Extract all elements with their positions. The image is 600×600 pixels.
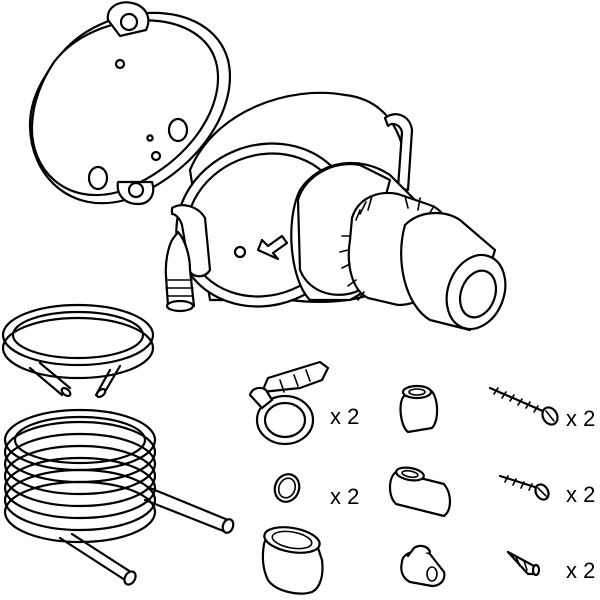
hose-clamp (248, 360, 330, 446)
grommet-plug (400, 544, 446, 588)
cover-plate (28, 1, 231, 206)
sleeve-small (399, 384, 439, 434)
screw-long (488, 386, 559, 426)
wall-anchor-quantity: x 2 (566, 558, 595, 583)
o-ring (273, 473, 301, 503)
o-ring-quantity: x 2 (330, 484, 359, 509)
large-bushing (261, 526, 324, 595)
screw-long-quantity: x 2 (566, 406, 595, 431)
hose-clamp-quantity: x 2 (330, 404, 359, 429)
tube-long-coil (3, 408, 235, 586)
screw-short-quantity: x 2 (566, 482, 595, 507)
screw-short (498, 474, 550, 501)
tube-short-coil (1, 303, 155, 399)
wall-anchor (506, 550, 541, 577)
pump-housing (164, 91, 507, 332)
sleeve-long (388, 466, 452, 518)
